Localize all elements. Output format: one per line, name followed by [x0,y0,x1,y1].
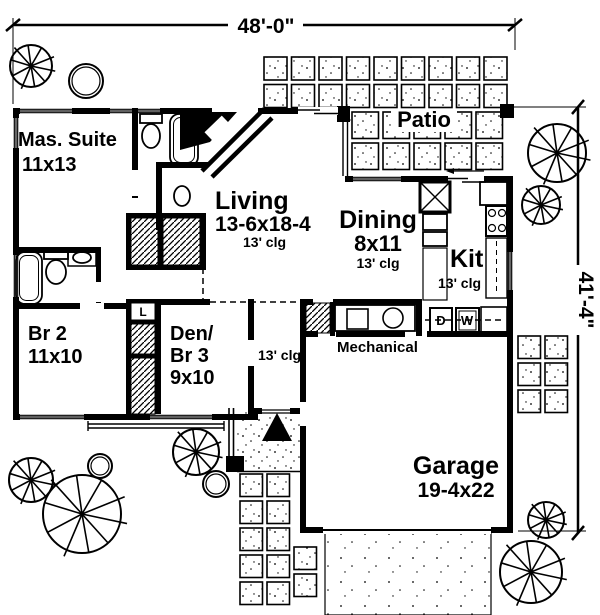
washer-icon [455,307,480,334]
kitchen-ceiling: 13' clg [438,275,481,291]
tree-icon [42,474,128,557]
foyer-ceiling: 13' clg [258,347,301,363]
tub-icon [15,251,43,305]
sink-icon [72,251,92,264]
dashed-boundaries [202,268,505,321]
dining-ceiling: 13' clg [356,255,399,271]
stoop-post [226,456,244,472]
door-slide-arrow [446,168,454,174]
linen-label: L [139,305,146,319]
tree-icon [172,428,223,478]
master-suite-size: 11x13 [22,154,77,176]
porch-edge [87,421,225,431]
fridge-icon [479,181,508,206]
kitchen [418,180,508,301]
br2-label: Br 2 [28,323,67,345]
laundry-counter [334,304,416,332]
den-label-2: Br 3 [170,345,209,367]
hall-bath [15,248,97,305]
master-bath [139,113,199,207]
firebox [204,115,233,144]
counter [485,237,508,299]
garage-size: 19-4x22 [417,479,494,502]
patio-label-bg [391,109,457,132]
living-ceiling: 13' clg [243,234,286,250]
shrub-icon [202,470,230,498]
tree-icon [521,185,564,226]
pantry [418,180,452,214]
dryer-label: D [436,313,445,328]
dim-width-label: 48'-0" [238,15,295,38]
dim-tick [571,525,585,541]
patio-label: Patio [397,107,451,132]
kitchen-label: Kit [450,245,484,273]
entry-arrow-icon [262,413,292,441]
washer-label: W [461,313,474,328]
toilet-icon [45,259,67,285]
garage-label: Garage [413,452,499,480]
living-label: Living [215,187,289,215]
entry-stoop [237,411,300,472]
laundry [334,304,508,334]
ground-surfaces [237,411,492,615]
wall-post [337,106,350,122]
closets [130,217,331,415]
oven-cabinet [422,213,448,231]
mechanical-label: Mechanical [337,339,418,356]
tree-icon [527,501,567,540]
br2-size: 11x10 [28,346,83,368]
front-door-opening [262,407,290,415]
laundry-sink-icon [382,307,404,329]
entry [226,408,292,472]
dryer-icon [429,307,453,333]
landscaping [8,44,591,606]
bay-window [340,119,351,176]
room-labels: Mas. Suite 11x13 Living 13-6x18-4 13' cl… [18,107,499,502]
dining-size: 8x11 [354,231,402,256]
driveway [324,532,492,615]
master-suite-label: Mas. Suite [18,129,117,151]
sink-icon [173,185,191,207]
tree-icon [499,540,567,606]
patio-post [500,104,514,118]
tree-icon [8,457,57,505]
den-label-1: Den/ [170,323,214,345]
island-counter [422,247,448,301]
den-size: 9x10 [170,367,215,389]
stove-icon [485,205,508,237]
patio-tiles [239,56,569,606]
tree-icon [527,123,591,185]
dim-height-label: 41'-4" [574,272,597,329]
shrub-icon [87,453,113,479]
living-size: 13-6x18-4 [215,213,311,236]
windows [13,108,513,431]
tree-icon [9,44,56,90]
shrub-icon [68,63,104,99]
linen-closet [130,302,156,321]
dining-label: Dining [339,206,417,234]
